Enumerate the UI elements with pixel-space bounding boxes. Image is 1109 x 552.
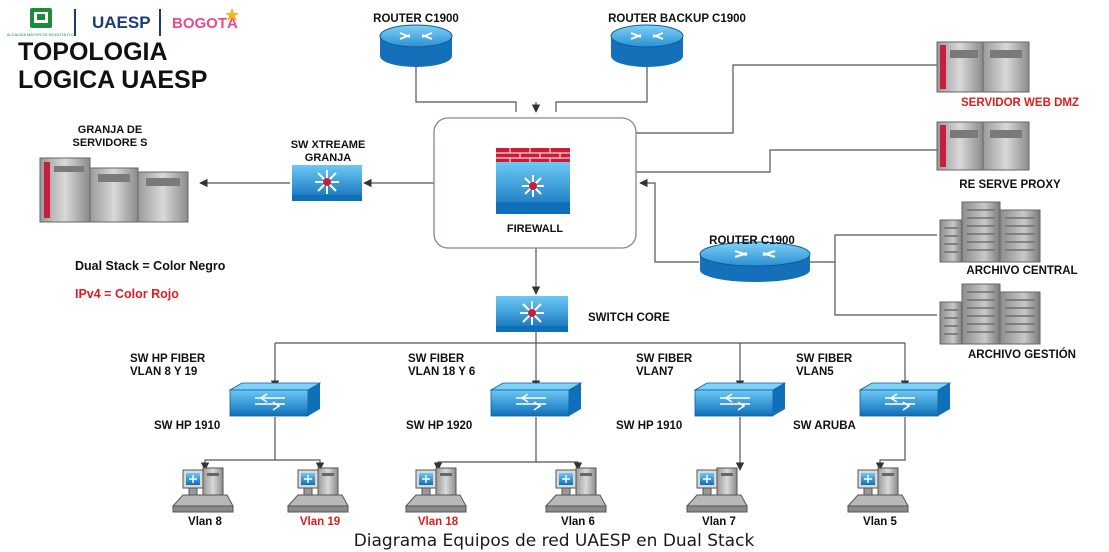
vlan-label: Vlan 18 [418, 516, 459, 528]
switch-arrows-icon [720, 393, 750, 411]
archivo-central-building[interactable] [939, 201, 1041, 263]
sw-xtreame-label-2: GRANJA [305, 152, 352, 164]
switch-arrows-icon [516, 393, 546, 411]
firewall-device[interactable] [496, 148, 570, 214]
legend-ipv4: IPv4 = Color Rojo [75, 287, 179, 301]
router-c1900-mid[interactable] [699, 241, 811, 282]
granja-label-1: GRANJA DE [78, 124, 142, 136]
sw-xtreame-label-1: SW XTREAME [291, 139, 366, 151]
bogota-seal-logo: ALCALDÍA MAYOR DE BOGOTÁ D.C. [7, 8, 76, 37]
granja-label-2: SERVIDORE S [73, 137, 148, 149]
branch-switch-4[interactable] [858, 382, 952, 417]
uaesp-logo-text: UAESP [92, 13, 151, 32]
reserve-proxy-server[interactable] [936, 121, 1030, 171]
router-c1900-top[interactable] [379, 24, 453, 67]
branch-vlan-label: VLAN5 [796, 366, 834, 378]
router-c1900-top-label: ROUTER C1900 [373, 13, 459, 25]
servidor-web-dmz[interactable] [936, 41, 1030, 93]
workstation-6[interactable] [846, 467, 909, 513]
sw-xtreame-granja[interactable] [292, 165, 362, 201]
reserve-proxy-label: RE SERVE PROXY [959, 179, 1061, 191]
workstation-3[interactable] [404, 467, 467, 513]
title-line1: TOPOLOGIA [18, 38, 168, 66]
workstation-5[interactable] [685, 467, 748, 513]
servidor-web-dmz-label: SERVIDOR WEB DMZ [961, 97, 1079, 109]
switch-core[interactable] [496, 296, 568, 332]
vlan-label: Vlan 7 [702, 516, 736, 528]
vlan-label: Vlan 19 [300, 516, 340, 528]
router-c1900-mid-label: ROUTER C1900 [709, 235, 795, 247]
branch-fiber-label: SW FIBER [636, 353, 693, 365]
vlan-label: Vlan 8 [188, 516, 222, 528]
branch-vlan-label: VLAN 8 Y 19 [130, 366, 197, 378]
router-backup-c1900[interactable] [610, 24, 684, 67]
branch-vlan-label: VLAN 18 Y 6 [408, 366, 475, 378]
legend-dual-stack: Dual Stack = Color Negro [75, 259, 226, 273]
granja-servidores[interactable] [39, 157, 189, 223]
branch-switch-1[interactable] [228, 382, 322, 417]
branch-fiber-label: SW HP FIBER [130, 353, 206, 365]
branch-switch-2[interactable] [489, 382, 583, 417]
bogota-star-icon [225, 8, 239, 21]
router-arrows-icon [734, 250, 776, 258]
diagram-caption: Diagrama Equipos de red UAESP en Dual St… [354, 531, 755, 551]
archivo-central-label: ARCHIVO CENTRAL [966, 265, 1077, 277]
archivo-gestion-label: ARCHIVO GESTIÓN [968, 348, 1076, 361]
router-arrows-icon [630, 32, 664, 40]
vlan-workstations: Vlan 8 Vlan 19 Vlan 18 Vlan 6 Vlan 7 Vlan 5 [171, 467, 909, 528]
switch-arrows-icon [885, 393, 915, 411]
workstation-2[interactable] [286, 467, 349, 513]
branch-model-label: SW HP 1910 [154, 420, 220, 432]
firewall-label: FIREWALL [507, 223, 563, 235]
connection-lines [199, 64, 937, 471]
header-logos: ALCALDÍA MAYOR DE BOGOTÁ D.C. UAESP BOGO… [7, 8, 239, 37]
bogota-logo-text: BOGOTÁ [172, 15, 238, 32]
switch-core-label: SWITCH CORE [588, 312, 670, 324]
branch-model-label: SW HP 1920 [406, 420, 472, 432]
router-arrows-icon [399, 32, 433, 40]
workstation-4[interactable] [544, 467, 607, 513]
branch-model-label: SW ARUBA [793, 420, 856, 432]
switch-arrows-icon [255, 393, 285, 411]
branch-vlan-label: VLAN7 [636, 366, 674, 378]
branch-fiber-label: SW FIBER [408, 353, 465, 365]
title-line2: LOGICA UAESP [18, 66, 207, 94]
vlan-label: Vlan 6 [561, 516, 595, 528]
archivo-gestion-building[interactable] [939, 283, 1041, 345]
bogota-seal-text: ALCALDÍA MAYOR DE BOGOTÁ D.C. [7, 32, 76, 37]
branch-model-label: SW HP 1910 [616, 420, 682, 432]
vlan-label: Vlan 5 [863, 516, 897, 528]
branch-fiber-label: SW FIBER [796, 353, 853, 365]
workstation-1[interactable] [171, 467, 234, 513]
router-backup-label: ROUTER BACKUP C1900 [608, 13, 746, 25]
branch-switch-3[interactable] [693, 382, 787, 417]
